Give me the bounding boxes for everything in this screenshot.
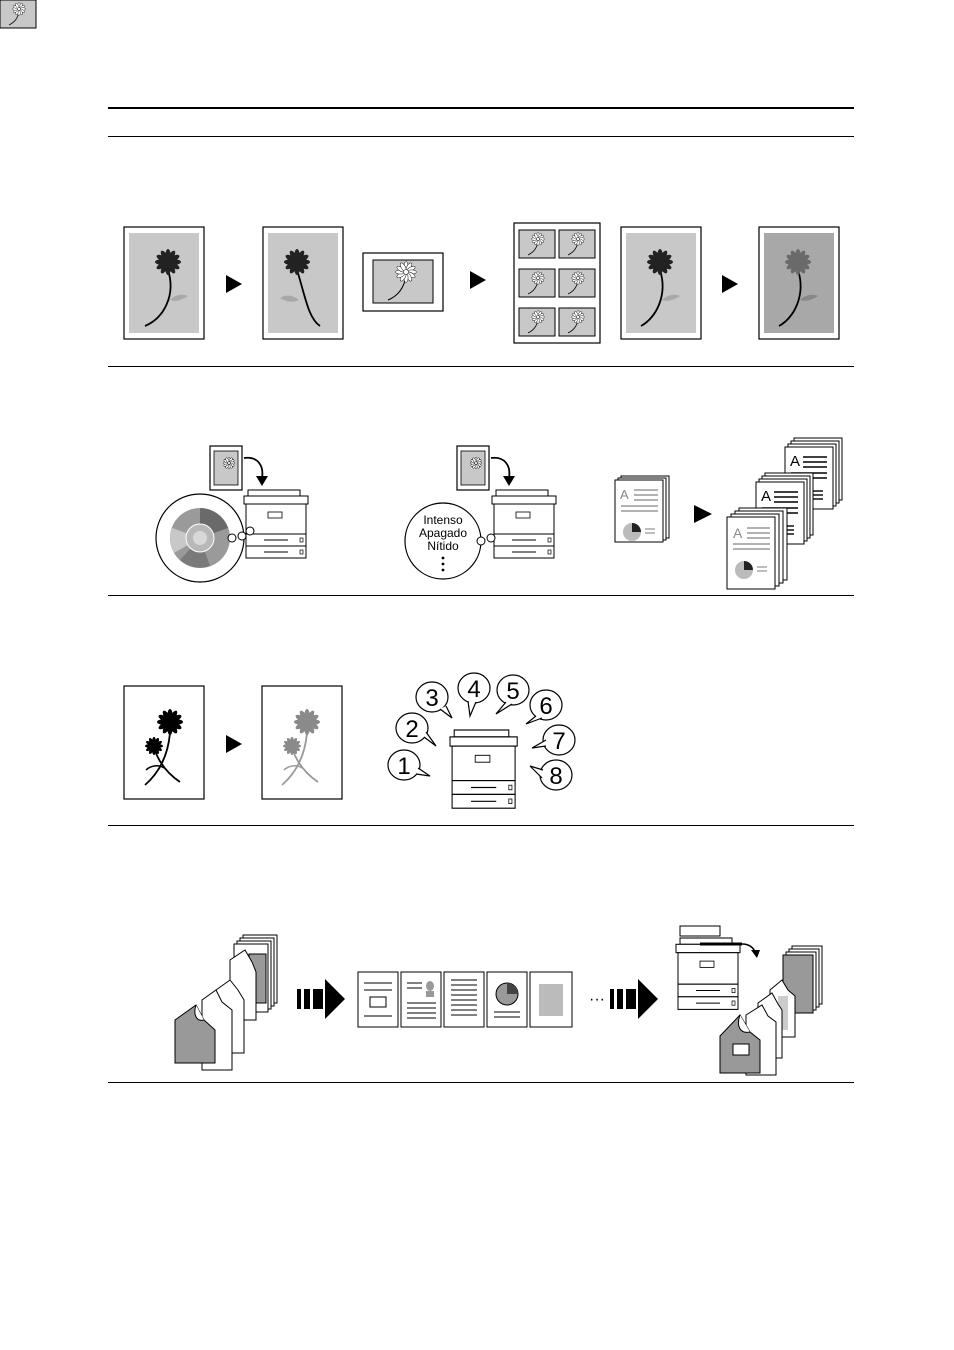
scanned-pages	[357, 971, 573, 1028]
program-number-2: 2	[405, 716, 418, 743]
program-illustration: 1 2 3 4 5 6 7	[387, 672, 576, 809]
flower-page-original	[123, 226, 205, 340]
flower-page-black	[123, 685, 205, 800]
program-number-4: 4	[467, 676, 480, 703]
continuation-dots: ···	[589, 991, 605, 1008]
combine-6-up	[0, 0, 601, 344]
section-divider	[108, 366, 854, 367]
original-stack	[174, 934, 278, 1071]
mode-option-2: Apagado	[419, 526, 467, 540]
speech-bubble-icon: 4	[457, 672, 491, 719]
mode-option-1: Intenso	[423, 513, 463, 527]
program-number-5: 5	[506, 678, 519, 705]
multi-copy-illustration: A A A A	[614, 437, 843, 590]
section-divider	[108, 595, 854, 596]
header-rule-thick	[108, 107, 854, 109]
speech-bubble-icon: 2	[395, 712, 437, 747]
page-letter: A	[733, 525, 743, 541]
program-number-3: 3	[425, 685, 438, 712]
flower-page-copy	[262, 226, 344, 340]
arrow-icon	[226, 275, 242, 293]
section-divider	[108, 825, 854, 826]
section-divider	[108, 1082, 854, 1083]
arrow-icon	[226, 735, 242, 753]
header-rule	[108, 136, 854, 137]
program-number-8: 8	[549, 763, 562, 790]
program-number-7: 7	[552, 728, 565, 755]
page-letter: A	[761, 488, 771, 505]
arrow-icon	[722, 275, 738, 293]
mode-select-illustration: Intenso Apagado Nítido	[404, 445, 557, 580]
output-illustration	[675, 925, 823, 1076]
speech-bubble-icon: 6	[525, 689, 563, 725]
mode-option-3: Nítido	[427, 539, 459, 553]
speech-bubble-icon: 3	[415, 681, 453, 719]
page-letter: A	[790, 453, 800, 470]
page-letter: A	[620, 487, 629, 502]
program-number-6: 6	[539, 693, 552, 720]
arrow-icon	[470, 271, 486, 289]
flower-page-gray	[261, 685, 343, 800]
arrow-icon	[297, 979, 345, 1019]
arrow-icon	[694, 505, 712, 523]
arrow-icon	[610, 979, 658, 1019]
flower-page-light	[620, 226, 702, 340]
color-adjust-illustration	[155, 445, 309, 583]
speech-bubble-icon: 8	[529, 759, 573, 791]
speech-bubble-icon: 1	[387, 749, 431, 781]
speech-bubble-icon: 7	[531, 724, 576, 756]
landscape-original	[362, 252, 444, 312]
program-number-1: 1	[397, 753, 410, 780]
flower-page-dark	[758, 226, 840, 340]
speech-bubble-icon: 5	[495, 674, 530, 715]
